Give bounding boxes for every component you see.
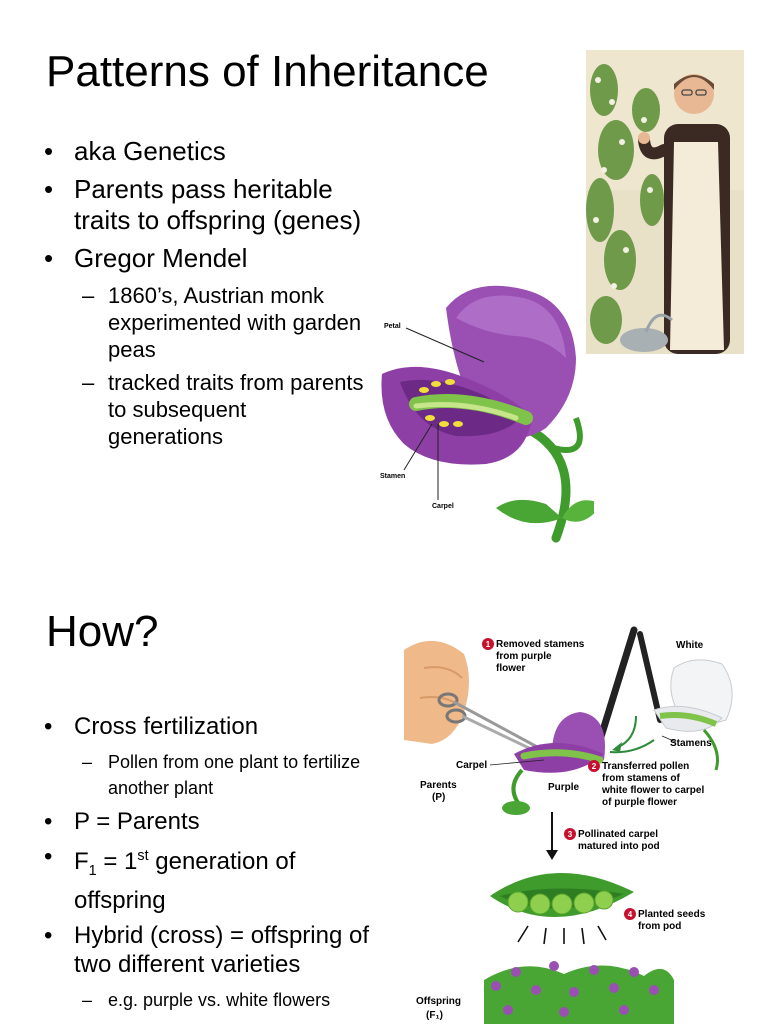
bullet-gregor-mendel-text: Gregor Mendel bbox=[74, 243, 248, 273]
slide-how: How? Cross fertilization Pollen from one… bbox=[0, 580, 768, 1024]
step-4-number: 4 bbox=[628, 910, 633, 919]
svg-text:(P): (P) bbox=[432, 792, 445, 803]
sub-bullet-list: e.g. purple vs. white flowers bbox=[74, 987, 384, 1013]
bullet-cross-fertilization-text: Cross fertilization bbox=[74, 713, 259, 740]
sub-bullet-pollen: Pollen from one plant to fertilize anoth… bbox=[74, 749, 384, 801]
bullet-f1-generation: F1 = 1st generation of offspring bbox=[44, 842, 384, 915]
parents-label: Parents bbox=[420, 780, 457, 791]
slide-patterns-of-inheritance: Patterns of Inheritance aka Genetics Par… bbox=[0, 0, 768, 560]
bullet-p-parents: P = Parents bbox=[44, 807, 384, 836]
step-2-number: 2 bbox=[592, 762, 597, 771]
purple-label: Purple bbox=[548, 782, 580, 793]
svg-text:flower: flower bbox=[496, 663, 526, 674]
offspring-label: Offspring bbox=[416, 996, 461, 1007]
svg-text:from purple: from purple bbox=[496, 651, 552, 662]
svg-text:of purple flower: of purple flower bbox=[602, 797, 677, 808]
flower-cross-section-image: Petal Stamen Carpel bbox=[380, 285, 594, 543]
sub-bullet-purple-vs-white: e.g. purple vs. white flowers bbox=[74, 987, 384, 1013]
step-1-number: 1 bbox=[486, 640, 491, 649]
slide-title: Patterns of Inheritance bbox=[46, 47, 489, 96]
slide-title: How? bbox=[46, 607, 159, 656]
petal-label: Petal bbox=[384, 323, 401, 330]
carpel-label: Carpel bbox=[456, 760, 487, 771]
white-label: White bbox=[676, 640, 704, 651]
stamens-label: Stamens bbox=[670, 738, 712, 749]
step-2-label: Transferred pollen bbox=[602, 761, 689, 772]
sub-bullet-list: Pollen from one plant to fertilize anoth… bbox=[74, 749, 384, 801]
svg-text:from pod: from pod bbox=[638, 921, 681, 932]
bullet-list: Cross fertilization Pollen from one plan… bbox=[44, 712, 384, 1019]
bullet-list: aka Genetics Parents pass heritable trai… bbox=[44, 136, 364, 457]
svg-text:from stamens of: from stamens of bbox=[602, 773, 680, 784]
stamen-label: Stamen bbox=[380, 473, 405, 480]
bullet-hybrid: Hybrid (cross) = offspring of two differ… bbox=[44, 921, 384, 1013]
sub-bullet-austrian-monk: 1860’s, Austrian monk experimented with … bbox=[74, 282, 364, 363]
step-1-label: Removed stamens bbox=[496, 639, 585, 650]
svg-text:white flower to carpel: white flower to carpel bbox=[601, 785, 704, 796]
mendel-portrait-image bbox=[586, 50, 744, 354]
carpel-label: Carpel bbox=[432, 503, 454, 510]
bullet-cross-fertilization: Cross fertilization Pollen from one plan… bbox=[44, 712, 384, 801]
sub-bullet-tracked-traits: tracked traits from parents to subsequen… bbox=[74, 369, 364, 450]
bullet-gregor-mendel: Gregor Mendel 1860’s, Austrian monk expe… bbox=[44, 243, 364, 450]
bullet-hybrid-text: Hybrid (cross) = offspring of two differ… bbox=[74, 921, 369, 978]
step-3-label: Pollinated carpel bbox=[578, 829, 658, 840]
svg-text:(F₁): (F₁) bbox=[426, 1010, 443, 1021]
bullet-aka-genetics: aka Genetics bbox=[44, 136, 364, 167]
step-3-number: 3 bbox=[568, 830, 573, 839]
cross-pollination-diagram: 1 Removed stamens from purple flower Whi… bbox=[404, 626, 733, 1024]
step-4-label: Planted seeds bbox=[638, 909, 706, 920]
sub-bullet-list: 1860’s, Austrian monk experimented with … bbox=[74, 282, 364, 450]
bullet-parents-pass-traits: Parents pass heritable traits to offspri… bbox=[44, 174, 364, 236]
svg-text:matured into pod: matured into pod bbox=[578, 841, 660, 852]
